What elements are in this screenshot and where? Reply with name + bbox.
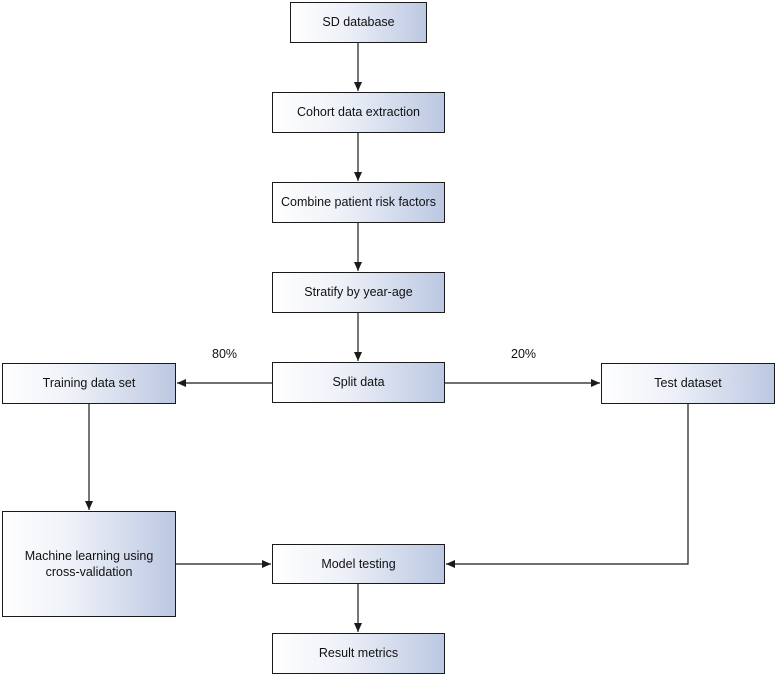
edge-label-20-percent: 20% (511, 347, 537, 361)
node-training-data-set: Training data set (2, 363, 176, 404)
node-result-metrics: Result metrics (272, 633, 445, 674)
node-stratify-by-year-age: Stratify by year-age (272, 272, 445, 313)
node-combine-patient-risk-factors: Combine patient risk factors (272, 182, 445, 223)
arrow-test-to-model-testing (446, 404, 689, 568)
node-split-data: Split data (272, 362, 445, 403)
edge-label-80-percent: 80% (212, 347, 238, 361)
node-model-testing: Model testing (272, 544, 445, 584)
node-sd-database: SD database (290, 2, 427, 43)
node-test-dataset: Test dataset (601, 363, 775, 404)
node-cohort-data-extraction: Cohort data extraction (272, 92, 445, 133)
node-machine-learning-cross-validation: Machine learning using cross-validation (2, 511, 176, 617)
